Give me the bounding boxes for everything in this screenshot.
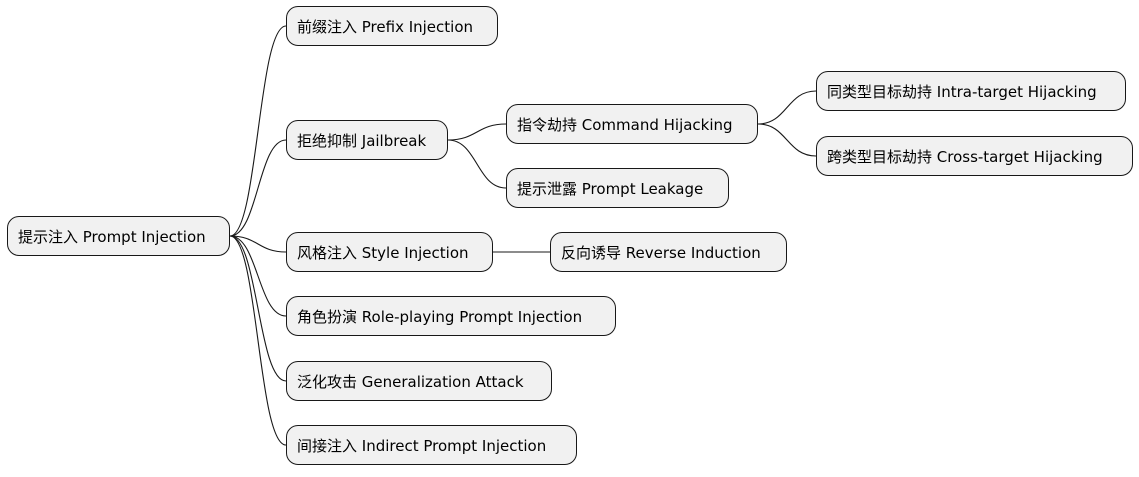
node-intra-target-hijacking: 同类型目标劫持 Intra-target Hijacking xyxy=(816,71,1126,111)
node-generalization-attack: 泛化攻击 Generalization Attack xyxy=(286,361,552,401)
edge-root-generalization xyxy=(229,235,287,382)
edge-root-indirect xyxy=(229,235,287,446)
edge-command-cross xyxy=(757,123,817,157)
node-root-prompt-injection: 提示注入 Prompt Injection xyxy=(7,216,230,256)
node-command-hijacking: 指令劫持 Command Hijacking xyxy=(506,104,758,144)
node-role-playing: 角色扮演 Role-playing Prompt Injection xyxy=(286,296,616,336)
node-jailbreak: 拒绝抑制 Jailbreak xyxy=(286,120,448,160)
edge-jailbreak-command xyxy=(447,123,507,141)
edge-root-jailbreak xyxy=(229,139,287,237)
node-prompt-leakage: 提示泄露 Prompt Leakage xyxy=(506,168,729,208)
node-prefix-injection: 前缀注入 Prefix Injection xyxy=(286,6,498,46)
edge-root-role xyxy=(229,235,287,317)
edge-root-prefix xyxy=(229,25,287,237)
node-style-injection: 风格注入 Style Injection xyxy=(286,232,493,272)
node-reverse-induction: 反向诱导 Reverse Induction xyxy=(550,232,787,272)
edge-root-style xyxy=(229,235,287,253)
edge-command-intra xyxy=(757,90,817,125)
edge-jailbreak-leakage xyxy=(447,139,507,189)
node-cross-target-hijacking: 跨类型目标劫持 Cross-target Hijacking xyxy=(816,136,1133,176)
node-indirect-injection: 间接注入 Indirect Prompt Injection xyxy=(286,425,577,465)
